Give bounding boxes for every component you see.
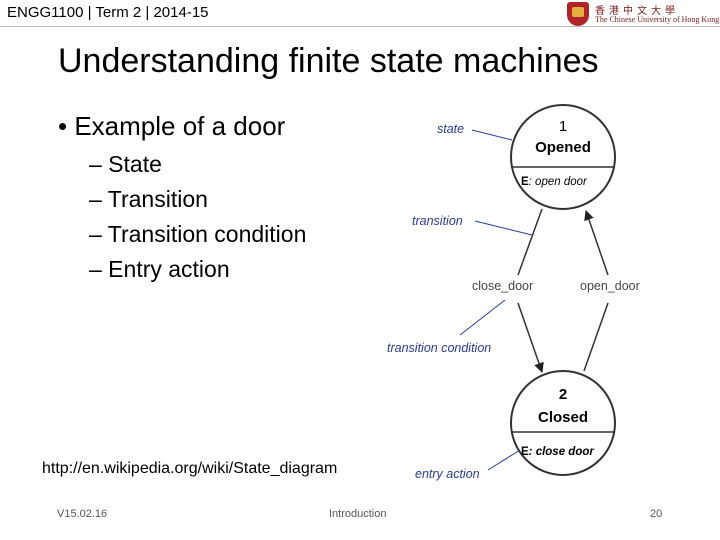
header-course: ENGG1100 | Term 2 | 2014-15	[7, 4, 209, 21]
state-closed-name: Closed	[538, 409, 588, 426]
logo-english-name: The Chinese University of Hong Kong	[595, 15, 720, 24]
entry-action-text: : open door	[529, 176, 588, 188]
footer-page-number: 20	[650, 508, 663, 520]
annotation-transition-leader	[474, 220, 533, 236]
logo-chinese-name: 香港中文大學	[595, 6, 679, 17]
transition-close-door-arrow-bottom	[517, 302, 544, 373]
annotation-entry-action: entry action	[415, 467, 480, 481]
state-opened-name: Opened	[535, 139, 591, 156]
entry-prefix: E	[521, 176, 529, 188]
university-logo: 香港中文大學 The Chinese University of Hong Ko…	[567, 2, 719, 26]
footer-section: Introduction	[329, 508, 387, 520]
transition-open-door-label: open_door	[580, 279, 640, 293]
state-diagram: 1 Opened E: open door 2 Closed E: close …	[387, 104, 640, 481]
state-opened-number: 1	[559, 118, 567, 135]
annotation-transition-condition: transition condition	[387, 341, 491, 355]
sub-bullet-transition-condition: – Transition condition	[89, 221, 307, 247]
annotation-transition-condition-leader	[459, 299, 506, 336]
annotation-state-leader	[471, 129, 513, 141]
annotation-entry-action-leader	[487, 449, 521, 471]
annotation-transition: transition	[412, 214, 463, 228]
source-url: http://en.wikipedia.org/wiki/State_diagr…	[42, 460, 338, 477]
header-divider	[0, 26, 720, 27]
sub-bullet-entry-action: – Entry action	[89, 256, 230, 282]
annotation-state: state	[437, 122, 464, 136]
state-closed-circle	[510, 370, 616, 476]
sub-bullet-transition: – Transition	[89, 186, 208, 212]
transition-close-door-label: close_door	[472, 279, 533, 293]
state-opened-entry: E: open door	[521, 176, 588, 188]
state-closed-number: 2	[559, 386, 567, 403]
transition-open-door-arrow-bottom	[583, 302, 609, 372]
entry-prefix: E	[521, 446, 529, 458]
bullet-door-example: • Example of a door	[58, 111, 286, 141]
footer-version: V15.02.16	[57, 508, 108, 520]
crest-icon	[567, 2, 589, 26]
state-closed-entry: E: close door	[521, 446, 594, 458]
transition-close-door-arrow-top	[517, 208, 543, 276]
entry-action-text: : close door	[529, 446, 595, 458]
sub-bullet-state: – State	[89, 151, 162, 177]
state-opened-circle	[510, 104, 616, 210]
slide-title: Understanding finite state machines	[58, 42, 599, 80]
transition-open-door-arrow-top	[584, 210, 609, 276]
